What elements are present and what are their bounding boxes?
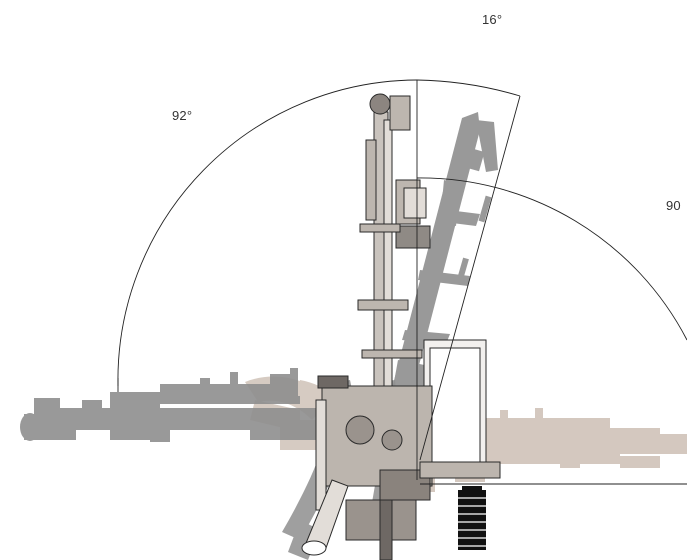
tilt-16-line: [419, 95, 521, 461]
arc-92-degrees: [117, 79, 418, 387]
angle-label-16: 16°: [482, 12, 503, 27]
crawler-tracks: [458, 486, 486, 550]
angle-label-90: 90: [666, 198, 681, 213]
base-body: [321, 385, 433, 487]
drill-rig-machine: [301, 93, 501, 560]
arc-16-degrees: [416, 79, 521, 97]
angle-label-92: 92°: [172, 108, 193, 123]
angle-construction-lines: [117, 79, 687, 485]
mast-top-pulley: [369, 93, 391, 115]
ghost-boom-left-gray: [20, 368, 330, 442]
track-pads: [458, 497, 486, 547]
arc-90-degrees: [416, 177, 687, 341]
